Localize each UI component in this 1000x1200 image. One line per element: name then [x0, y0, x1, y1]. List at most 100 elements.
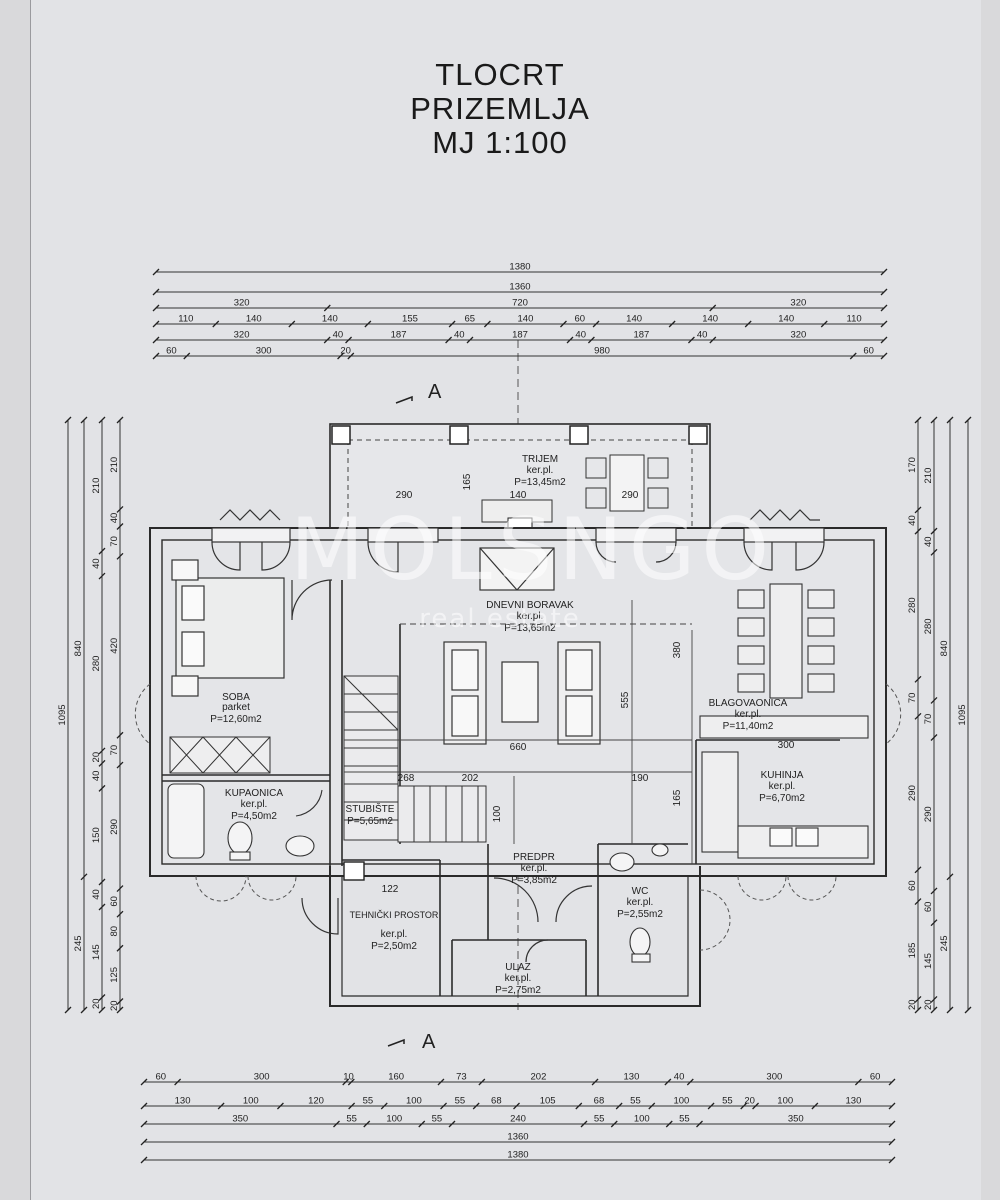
entrance-doors	[301, 877, 593, 963]
kitchen-counter	[699, 715, 869, 859]
dim-top-3-1: 140	[246, 314, 262, 325]
dim-left-0-0: 1095	[57, 704, 68, 725]
dim-left-3-5: 290	[109, 819, 120, 835]
section-mark-top-label: A	[428, 381, 442, 403]
room-trijem-floor: ker.pl.	[527, 465, 554, 476]
dim-hall-w: 202	[462, 773, 479, 784]
dim-right-2-5: 60	[923, 902, 934, 913]
dim-top-3-4: 65	[464, 314, 475, 325]
dim-left-2-3: 20	[91, 752, 102, 763]
room-blagovaonica-name: BLAGOVAONICA	[709, 698, 788, 709]
dim-right-2-3: 70	[923, 714, 934, 725]
dim-left-3-4: 70	[109, 745, 120, 756]
room-kupaonica-name: KUPAONICA	[225, 788, 283, 799]
dim-bottom-0-3: 160	[388, 1072, 404, 1083]
dim-kuh-w: 300	[778, 740, 795, 751]
dim-top-1-0: 1360	[509, 282, 530, 293]
dim-right-3-1: 40	[907, 515, 918, 526]
windows-top	[211, 509, 825, 573]
dim-bottom-0-0: 60	[156, 1072, 167, 1083]
dim-bottom-0-1: 300	[254, 1072, 270, 1083]
dim-left-3-0: 210	[109, 457, 120, 473]
dim-bottom-2-5: 55	[594, 1114, 605, 1125]
section-mark-top: A	[395, 381, 442, 404]
room-wc-area: P=2,55m2	[617, 909, 663, 920]
dim-right-3-5: 60	[907, 880, 918, 891]
dim-top-4-7: 40	[697, 330, 708, 341]
dim-bottom-1-14: 130	[846, 1096, 862, 1107]
room-soba-area: P=12,60m2	[210, 714, 262, 725]
staircase	[343, 675, 487, 843]
dim-top-5-0: 60	[166, 346, 177, 357]
dim-bottom-2-1: 55	[346, 1114, 357, 1125]
dim-stair-w: 268	[398, 773, 415, 784]
room-tehnicki-name: TEHNIČKI PROSTOR	[350, 910, 439, 920]
dim-right-2-2: 280	[923, 618, 934, 634]
porch-trijem	[329, 423, 711, 541]
dim-right-2-7: 20	[923, 999, 934, 1010]
dim-left-2-2: 280	[91, 656, 102, 672]
dim-left-2-1: 40	[91, 558, 102, 569]
interior-dim-lines	[344, 600, 693, 864]
dim-hall-h: 165	[672, 789, 683, 806]
dim-bottom-3-0: 1360	[507, 1132, 528, 1143]
room-kuhinja-floor: ker.pl.	[769, 781, 796, 792]
room-boravak-name: DNEVNI BORAVAK	[486, 600, 574, 611]
dim-top-3-8: 140	[702, 314, 718, 325]
dim-left-3-6: 60	[109, 896, 120, 907]
dim-right-3-4: 290	[907, 785, 918, 801]
dim-top-5-2: 20	[340, 346, 351, 357]
dim-bottom-0-4: 73	[456, 1072, 467, 1083]
room-predpr-area: P=3,85m2	[511, 875, 557, 886]
room-tehnicki-floor: ker.pl.	[381, 929, 408, 940]
section-mark-bottom-label: A	[422, 1031, 436, 1053]
room-trijem-area: P=13,45m2	[514, 477, 566, 488]
dim-trijem-w2: 290	[622, 490, 639, 501]
dim-bottom-0-6: 130	[624, 1072, 640, 1083]
dim-bottom-0-8: 300	[766, 1072, 782, 1083]
dim-left-2-6: 40	[91, 889, 102, 900]
dim-bottom-1-13: 100	[777, 1096, 793, 1107]
dim-top-2-2: 320	[790, 298, 806, 309]
title-line-3: MJ 1:100	[432, 125, 568, 160]
dim-boravak-w: 660	[510, 742, 527, 753]
dim-right-1-0: 840	[939, 640, 950, 656]
dim-bottom-1-4: 100	[406, 1096, 422, 1107]
dim-left-3-8: 125	[109, 967, 120, 983]
room-kuhinja-area: P=6,70m2	[759, 793, 805, 804]
dim-left-1-0: 840	[73, 640, 84, 656]
dim-bottom-1-3: 55	[363, 1096, 374, 1107]
dim-bottom-2-0: 350	[232, 1114, 248, 1125]
dim-left-3-2: 70	[109, 536, 120, 547]
dim-right-3-0: 170	[907, 457, 918, 473]
dim-bottom-1-5: 55	[455, 1096, 466, 1107]
dim-right-1-1: 245	[939, 935, 950, 951]
dim-right-2-4: 290	[923, 806, 934, 822]
dim-top-3-0: 110	[178, 314, 193, 325]
dim-left-3-1: 40	[109, 513, 120, 524]
room-kupaonica-floor: ker.pl.	[241, 799, 268, 810]
room-boravak-floor: ker.pl.	[517, 611, 544, 622]
title-line-2: PRIZEMLJA	[410, 91, 590, 126]
room-blagovaonica-area: P=11,40m2	[723, 721, 774, 732]
dim-right-2-1: 40	[923, 536, 934, 547]
dim-bottom-1-8: 68	[594, 1096, 605, 1107]
dim-top-4-0: 320	[234, 330, 250, 341]
room-boravak-area: P=13,65m2	[504, 623, 556, 634]
room-soba-name: SOBA	[222, 692, 250, 703]
room-wc-floor: ker.pl.	[627, 897, 654, 908]
room-stubiste-name: STUBIŠTE	[346, 802, 395, 815]
room-ulaz-name: ULAZ	[505, 962, 531, 973]
room-tehnicki-area: P=2,50m2	[371, 941, 417, 952]
dim-boravak-h: 555	[620, 691, 631, 708]
dim-top-4-4: 187	[512, 330, 528, 341]
dim-right-0-0: 1095	[957, 704, 968, 725]
dim-top-3-9: 140	[778, 314, 794, 325]
dim-top-4-2: 187	[391, 330, 407, 341]
dim-right-2-6: 145	[923, 953, 934, 969]
dim-trijem-h: 165	[462, 473, 473, 490]
dim-top-3-5: 140	[518, 314, 534, 325]
wardrobe	[169, 736, 271, 774]
dim-top-5-3: 980	[594, 346, 610, 357]
